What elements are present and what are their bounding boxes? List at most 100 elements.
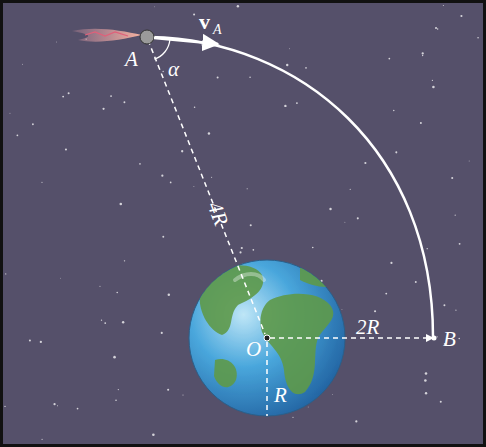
star — [110, 95, 112, 97]
star — [53, 403, 55, 405]
star — [62, 96, 64, 98]
point-label: A — [125, 49, 138, 70]
star — [247, 188, 248, 189]
star — [364, 162, 366, 164]
star — [194, 107, 196, 109]
star — [22, 63, 24, 65]
star — [329, 208, 331, 210]
star — [284, 105, 286, 107]
star — [124, 260, 125, 261]
star — [41, 182, 42, 183]
velocity-arrow — [154, 38, 218, 44]
exhaust-trail — [85, 32, 128, 36]
trajectory — [150, 37, 433, 337]
dimension-label: 2R — [356, 317, 379, 338]
star — [436, 336, 437, 337]
star — [119, 203, 122, 206]
star — [459, 243, 461, 245]
star — [139, 163, 141, 165]
star — [341, 308, 343, 310]
star — [468, 160, 470, 162]
star — [170, 182, 172, 184]
star — [455, 310, 456, 311]
dimension-label: R — [274, 385, 287, 406]
star — [99, 286, 100, 287]
star — [331, 393, 333, 395]
star — [57, 405, 58, 406]
star — [249, 76, 251, 78]
center-point — [264, 335, 270, 341]
star — [168, 293, 170, 295]
star — [458, 338, 460, 340]
star — [115, 399, 117, 401]
star — [374, 310, 376, 312]
star — [193, 186, 195, 188]
angle-label: α — [168, 59, 179, 80]
star — [357, 217, 359, 219]
star — [422, 52, 424, 54]
star — [388, 58, 390, 60]
star — [288, 48, 290, 50]
star — [211, 177, 212, 178]
star — [250, 224, 252, 226]
stars — [4, 5, 478, 440]
star — [181, 150, 183, 152]
spacecraft — [140, 30, 154, 44]
star — [162, 71, 163, 72]
star — [252, 249, 254, 251]
star — [420, 122, 422, 124]
star — [123, 101, 125, 103]
star — [182, 394, 183, 395]
dimension-label: 4R — [203, 199, 231, 228]
star — [154, 6, 156, 8]
star — [344, 221, 346, 223]
star — [201, 44, 202, 45]
star — [60, 277, 62, 279]
star — [9, 112, 11, 114]
star — [350, 189, 351, 190]
star — [477, 37, 479, 39]
star — [41, 439, 42, 440]
star — [161, 332, 163, 334]
star — [217, 76, 219, 78]
star — [312, 247, 314, 249]
star — [77, 408, 79, 410]
star — [16, 134, 18, 136]
point-label: O — [246, 339, 261, 360]
star — [455, 215, 456, 216]
star — [65, 148, 67, 150]
star — [443, 5, 444, 6]
point-b — [432, 336, 437, 341]
star — [4, 406, 5, 407]
star — [68, 92, 70, 94]
star — [432, 80, 433, 81]
star — [425, 372, 428, 375]
star — [432, 86, 435, 89]
star — [355, 420, 357, 422]
star — [56, 41, 58, 43]
star — [451, 177, 453, 179]
star — [292, 417, 293, 418]
star — [422, 55, 423, 56]
star — [101, 320, 102, 321]
star — [161, 175, 163, 177]
star — [443, 304, 445, 306]
vector-subscript: A — [213, 23, 222, 37]
star — [425, 392, 427, 394]
star — [395, 151, 397, 153]
star — [424, 379, 427, 382]
star — [116, 292, 118, 294]
star — [460, 15, 462, 17]
star — [237, 5, 239, 7]
star — [102, 108, 104, 110]
star — [393, 110, 394, 111]
star — [239, 251, 241, 253]
star — [286, 64, 288, 66]
star — [32, 123, 34, 125]
point-label: B — [443, 329, 456, 350]
star — [296, 102, 298, 104]
star — [5, 273, 6, 274]
star — [40, 341, 42, 343]
star — [435, 27, 437, 29]
